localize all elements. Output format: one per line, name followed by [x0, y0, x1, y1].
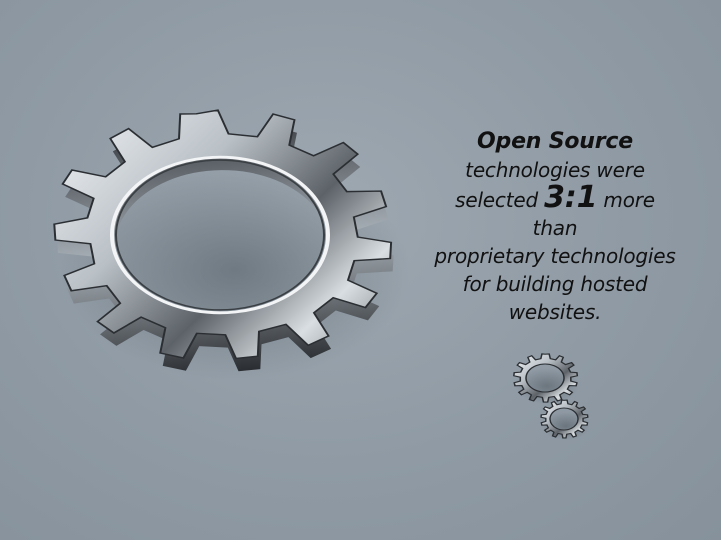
- caption-headline: Open Source: [477, 129, 633, 154]
- caption-line-1: technologies were: [465, 158, 645, 182]
- caption-line-3: proprietary technologies: [434, 244, 676, 268]
- small-gear-icon: [540, 399, 590, 440]
- small-gear-icon: [513, 353, 579, 404]
- caption-line-2-before: selected: [455, 188, 545, 212]
- slide-caption: Open Source technologies were selected 3…: [430, 128, 680, 326]
- caption-line-4: for building hosted: [462, 272, 648, 296]
- caption-line-2-after: more than: [532, 188, 655, 240]
- large-gear-icon: [53, 109, 410, 380]
- caption-ratio: 3:1: [544, 180, 598, 215]
- caption-line-5: websites.: [508, 300, 602, 324]
